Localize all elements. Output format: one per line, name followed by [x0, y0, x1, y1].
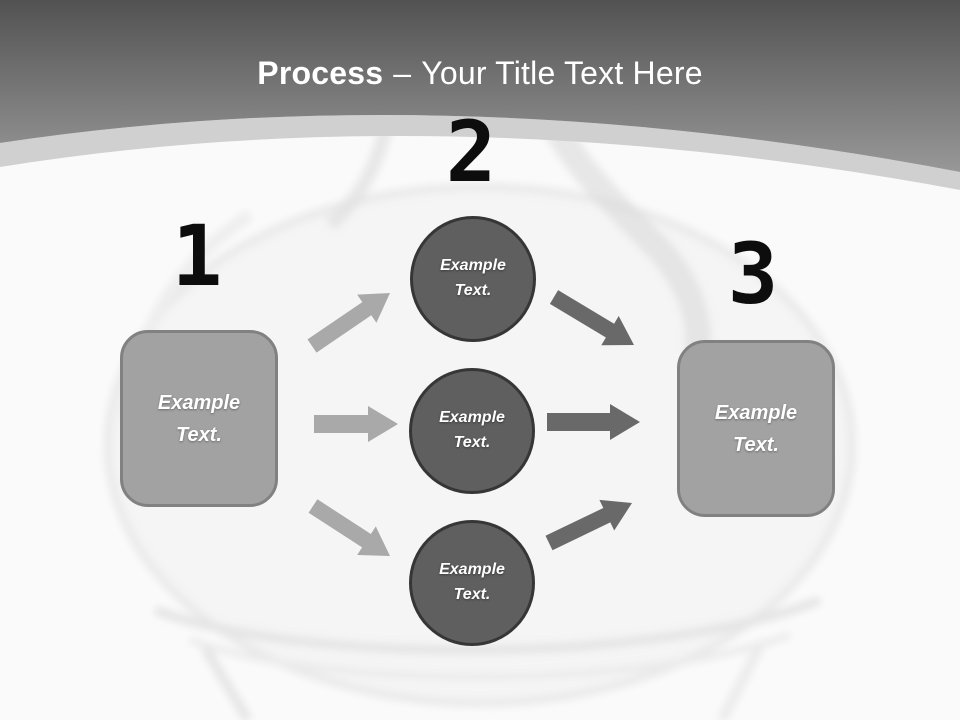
arrow-circle3-to-box3-icon[interactable]: [545, 499, 633, 551]
right-arrow-group: [545, 290, 640, 551]
title-emphasis: Process: [257, 55, 384, 91]
step-number-3[interactable]: 3: [727, 225, 779, 323]
step-number-1[interactable]: 1: [171, 207, 223, 305]
step-number-2[interactable]: 2: [445, 103, 497, 201]
left-arrow-group: [307, 293, 398, 556]
process-box-step3[interactable]: Example Text.: [677, 340, 835, 517]
process-circle-1-label: Example Text.: [440, 257, 506, 299]
process-box-step1[interactable]: Example Text.: [120, 330, 278, 507]
title-separator: –: [393, 55, 412, 91]
arrow-box1-to-circle2-icon[interactable]: [314, 406, 398, 442]
process-circle-3-label: Example Text.: [439, 561, 505, 603]
slide-title[interactable]: Process–Your Title Text Here: [0, 54, 960, 92]
arrow-circle1-to-box3-icon[interactable]: [549, 290, 634, 346]
process-circle-2-label: Example Text.: [439, 409, 505, 451]
header-band: [0, 0, 960, 172]
arrow-box1-to-circle3-icon[interactable]: [308, 499, 390, 556]
header-arc-band: [0, 114, 960, 190]
title-rest: Your Title Text Here: [421, 55, 703, 91]
process-circle-2[interactable]: Example Text.: [409, 368, 535, 494]
process-circle-1[interactable]: Example Text.: [410, 216, 536, 342]
process-box-step3-label: Example Text.: [714, 401, 798, 456]
process-box-step1-label: Example Text.: [157, 391, 241, 446]
arrow-circle2-to-box3-icon[interactable]: [547, 404, 640, 440]
process-circle-3[interactable]: Example Text.: [409, 520, 535, 646]
arrow-box1-to-circle1-icon[interactable]: [307, 293, 391, 353]
